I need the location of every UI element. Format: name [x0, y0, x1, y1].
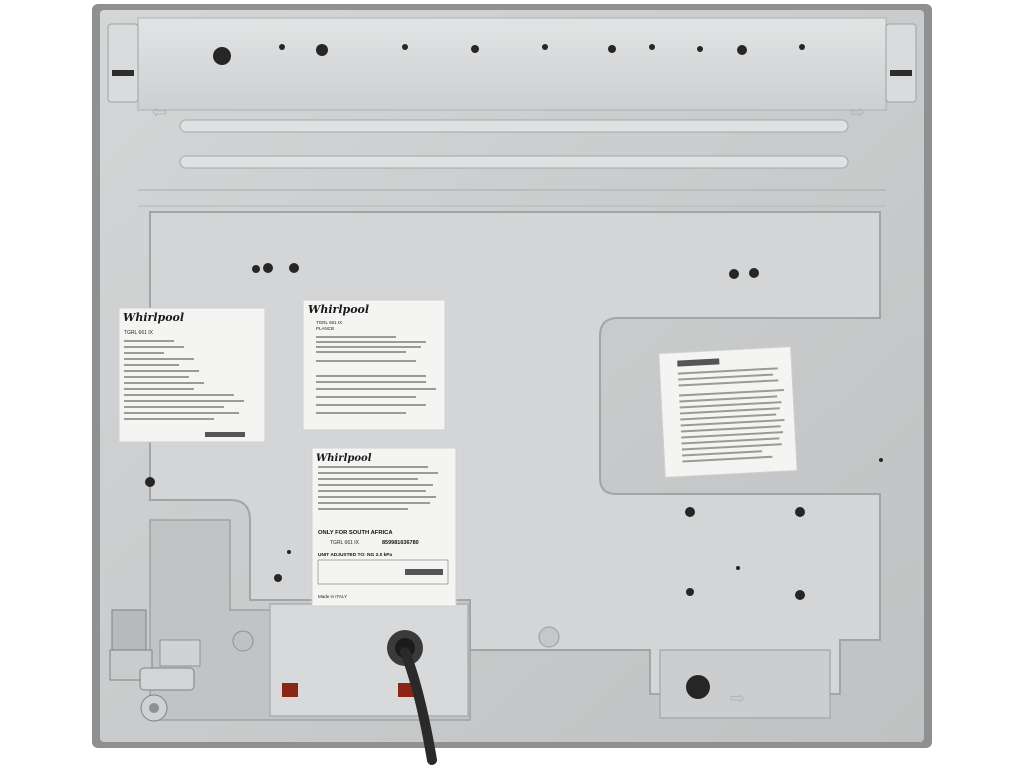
left-label-brand: Whirlpool: [123, 311, 184, 324]
svg-text:⇦: ⇦: [152, 102, 167, 123]
left-bracket: [107, 23, 139, 103]
right-bracket: [885, 23, 917, 103]
svg-text:⇨: ⇨: [850, 102, 865, 123]
mounting-holes: [145, 44, 883, 600]
center-label-brand: Whirlpool: [308, 303, 369, 316]
right-instruction-label: [658, 346, 798, 478]
lower-label-only-for: ONLY FOR SOUTH AFRICA: [318, 530, 393, 536]
svg-text:⇨: ⇨: [730, 688, 745, 709]
power-cord: [400, 647, 437, 765]
upper-rib: [179, 119, 849, 133]
lower-label-adjusted: UNIT ADJUSTED TO: NG 2.0 kPa: [318, 552, 392, 558]
top-rail: [137, 17, 887, 111]
center-rating-label: Whirlpool TGRL 661 IX PLANCB: [302, 299, 446, 431]
center-label-type: PLANCB: [316, 326, 334, 331]
bottom-right-recess: [659, 649, 831, 719]
center-bump: [269, 603, 469, 717]
lower-label-code: 859981636780: [382, 540, 419, 546]
lower-label-brand: Whirlpool: [316, 453, 372, 464]
left-label-model: TGRL 661 IX: [124, 330, 154, 336]
gas-connector: [109, 609, 201, 722]
terminal-right: [398, 683, 414, 697]
lower-label-model: TGRL 661 IX: [330, 540, 360, 546]
left-rating-label: Whirlpool TGRL 661 IX: [118, 307, 266, 443]
lower-rating-label: Whirlpool ONLY FOR SOUTH AFRICA TGRL 661…: [311, 447, 457, 607]
center-label-model: TGRL 661 IX: [316, 320, 342, 325]
round-grommet: [686, 675, 710, 699]
terminal-left: [282, 683, 298, 697]
lower-rib: [179, 155, 849, 169]
lower-label-made-in: Made in ITALY: [318, 594, 347, 599]
